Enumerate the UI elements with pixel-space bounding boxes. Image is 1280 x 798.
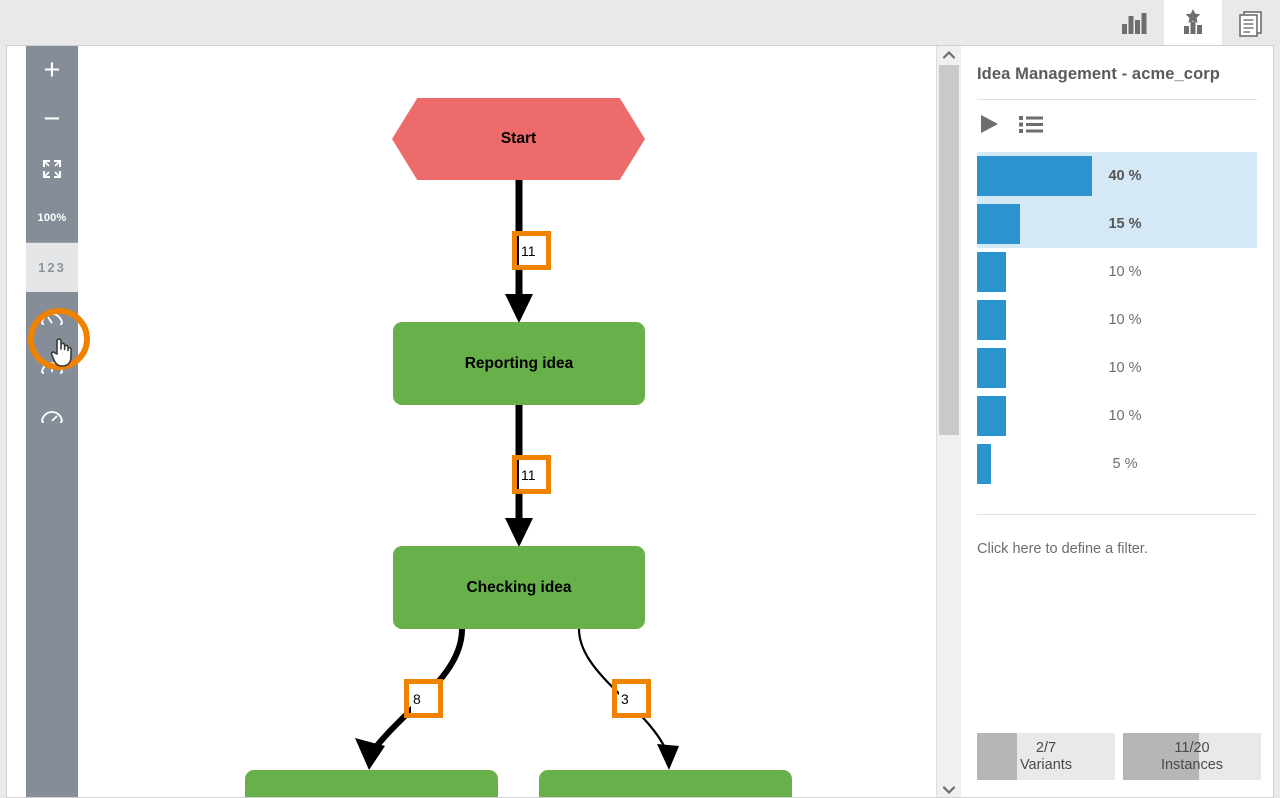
metric-duration-button[interactable] bbox=[26, 292, 78, 341]
process-diagram[interactable]: Start Reporting idea Checking idea Sendi… bbox=[7, 46, 936, 797]
scrollbar-thumb[interactable] bbox=[939, 65, 959, 435]
canvas-vertical-scrollbar[interactable] bbox=[936, 46, 961, 797]
node-label: Checking idea bbox=[466, 578, 572, 596]
process-canvas[interactable]: Start Reporting idea Checking idea Sendi… bbox=[6, 45, 961, 798]
variant-bar-cell bbox=[977, 348, 1095, 388]
variant-bar bbox=[977, 348, 1006, 388]
variant-percent-label: 40 % bbox=[1108, 168, 1142, 184]
bar-chart-star-icon bbox=[1184, 8, 1202, 34]
instances-stat-fill bbox=[1123, 733, 1199, 780]
metric-maximum-button[interactable] bbox=[26, 390, 78, 439]
variant-bar-cell bbox=[977, 444, 1095, 484]
edge-label-checking-rejection: 3 bbox=[619, 684, 648, 713]
chevron-down-icon bbox=[943, 786, 955, 794]
variant-percent-label: 10 % bbox=[1108, 264, 1142, 280]
tab-documents[interactable] bbox=[1222, 0, 1280, 45]
variant-bar bbox=[977, 396, 1006, 436]
scroll-down-button[interactable] bbox=[937, 781, 961, 797]
instances-stat-button[interactable]: 11/20 Instances bbox=[1123, 733, 1261, 780]
panel-toolbar bbox=[977, 100, 1257, 148]
variants-panel: Idea Management - acme_corp 40 %15 %10 bbox=[961, 45, 1274, 798]
variant-row[interactable]: 10 % bbox=[977, 296, 1257, 344]
variant-list-button[interactable] bbox=[1019, 114, 1043, 134]
panel-title-divider bbox=[977, 99, 1257, 100]
variant-bar-cell bbox=[977, 204, 1095, 244]
variant-bar bbox=[977, 156, 1092, 196]
panel-title: Idea Management - acme_corp bbox=[977, 65, 1220, 83]
variant-percent-label: 15 % bbox=[1108, 216, 1142, 232]
variant-row[interactable]: 10 % bbox=[977, 344, 1257, 392]
edge-label-start-reporting: 11 bbox=[519, 236, 548, 265]
define-filter-link[interactable]: Click here to define a filter. bbox=[977, 541, 1148, 557]
zoom-out-button[interactable]: − bbox=[26, 95, 78, 144]
tab-process-variants[interactable] bbox=[1164, 0, 1222, 45]
edge-label-checking-confirmation: 8 bbox=[411, 684, 440, 713]
zoom-level-label: 100% bbox=[37, 211, 67, 224]
variants-stat-button[interactable]: 2/7 Variants bbox=[977, 733, 1115, 780]
variant-bar-cell bbox=[977, 396, 1095, 436]
bar-chart-icon bbox=[1122, 12, 1147, 34]
variants-stat-label: Variants bbox=[1019, 756, 1073, 773]
zoom-in-button[interactable]: + bbox=[26, 46, 78, 95]
toolbar-divider bbox=[26, 242, 78, 243]
zoom-level-button[interactable]: 100% bbox=[26, 193, 78, 242]
variant-percent-label: 10 % bbox=[1108, 312, 1142, 328]
variant-bar bbox=[977, 444, 992, 484]
filter-divider bbox=[977, 514, 1257, 515]
variant-percent-label: 5 % bbox=[1112, 456, 1138, 472]
variant-bar bbox=[977, 204, 1021, 244]
node-sending-rejection-mail[interactable]: Sending rejection mail bbox=[539, 770, 792, 797]
chevron-up-icon bbox=[943, 51, 955, 59]
variants-stat-value: 2/7 bbox=[1035, 739, 1057, 756]
instances-stat-label: Instances bbox=[1160, 756, 1224, 773]
node-sending-confirmation-mail[interactable]: Sending confirmation mail bbox=[245, 770, 498, 797]
node-label: Reporting idea bbox=[464, 354, 574, 372]
play-icon bbox=[981, 115, 998, 133]
gauge-right-icon bbox=[41, 410, 63, 423]
node-label: Start bbox=[500, 130, 537, 147]
gauge-up-icon bbox=[41, 361, 63, 374]
variant-bar bbox=[977, 252, 1006, 292]
variant-percent-label: 10 % bbox=[1108, 360, 1142, 376]
variant-bar-cell bbox=[977, 156, 1095, 196]
variants-stat-fill bbox=[977, 733, 1018, 780]
node-start[interactable]: Start bbox=[392, 98, 645, 180]
gauge-left-icon bbox=[41, 312, 63, 325]
frequency-label: 123 bbox=[38, 260, 66, 275]
diagram-toolbar: + − bbox=[26, 46, 78, 797]
variant-bar-list: 40 % 15 % 10 % 10 % 10 % 10 % 5 % bbox=[977, 152, 1257, 488]
variant-bar bbox=[977, 300, 1006, 340]
fit-to-screen-button[interactable] bbox=[26, 144, 78, 193]
node-reporting-idea[interactable]: Reporting idea bbox=[393, 322, 645, 405]
edge-label-reporting-checking: 11 bbox=[519, 460, 548, 489]
variant-row[interactable]: 5 % bbox=[977, 440, 1257, 488]
variant-percent-label: 10 % bbox=[1108, 408, 1142, 424]
fit-screen-icon bbox=[43, 159, 61, 178]
variant-row[interactable]: 10 % bbox=[977, 248, 1257, 296]
list-icon bbox=[1019, 116, 1043, 133]
minus-icon: − bbox=[43, 103, 61, 135]
variant-bar-cell bbox=[977, 300, 1095, 340]
metric-median-button[interactable] bbox=[26, 341, 78, 390]
play-button[interactable] bbox=[978, 113, 1000, 135]
scroll-up-button[interactable] bbox=[937, 46, 961, 64]
app-header bbox=[0, 0, 1280, 45]
variant-bar-cell bbox=[977, 252, 1095, 292]
variant-row[interactable]: 10 % bbox=[977, 392, 1257, 440]
variant-row[interactable]: 15 % bbox=[977, 200, 1257, 248]
plus-icon: + bbox=[43, 54, 61, 86]
node-checking-idea[interactable]: Checking idea bbox=[393, 546, 645, 629]
instances-stat-value: 11/20 bbox=[1174, 739, 1210, 756]
documents-icon bbox=[1239, 10, 1262, 37]
panel-footer-stats: 2/7 Variants 11/20 Instances bbox=[977, 733, 1261, 780]
variant-row[interactable]: 40 % bbox=[977, 152, 1257, 200]
metric-frequency-button[interactable]: 123 bbox=[26, 243, 78, 292]
tab-statistics[interactable] bbox=[1106, 0, 1164, 45]
